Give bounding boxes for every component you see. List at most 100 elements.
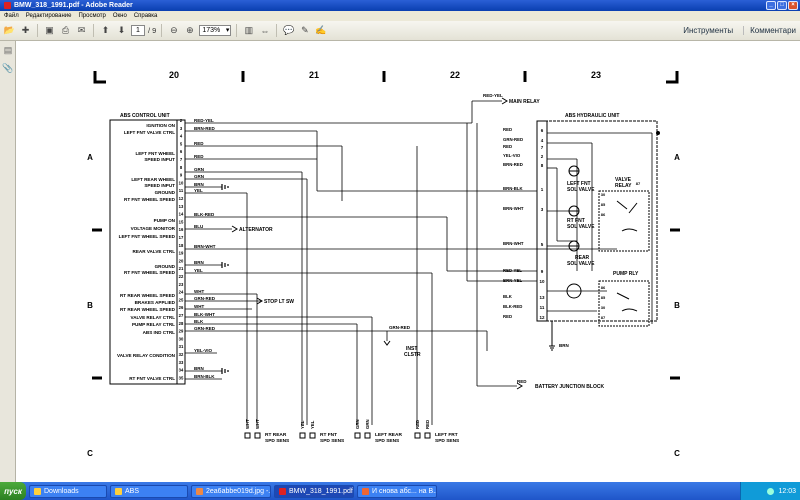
menu-window[interactable]: Окно: [112, 13, 127, 19]
folder-icon: [115, 487, 122, 495]
control-unit-pin-label: RT FNT WHEEL SPEED: [124, 270, 176, 275]
print-icon[interactable]: ⎙: [61, 25, 70, 35]
rt-fnt-sol-label-2: SOL VALVE: [567, 224, 595, 230]
grid-row-label: C: [674, 449, 680, 458]
sensor-terminal: [299, 432, 306, 439]
relay-pin-number: 30: [601, 192, 606, 197]
toolbar-divider: [37, 24, 38, 37]
hydraulic-wire-color: BRN-YEL: [503, 278, 522, 283]
attachments-icon[interactable]: 📎: [2, 63, 14, 73]
hydraulic-wire-color: BRN-RED: [503, 162, 523, 167]
control-unit-pin-number: 31: [179, 344, 184, 349]
control-unit-pin-label: BRAKES APPLIED: [135, 300, 176, 305]
wire-color-label: YEL: [194, 268, 203, 273]
tools-button[interactable]: Инструменты: [683, 26, 734, 35]
grid-row-label: B: [87, 301, 93, 310]
fit-page-icon[interactable]: ▥: [244, 25, 254, 35]
taskbar-item-abs[interactable]: ABS: [110, 484, 188, 498]
network-icon[interactable]: [767, 487, 775, 495]
taskbar: пуск Downloads ABS 2ea6abbe019d.jpg -...…: [0, 482, 800, 500]
wire-color-label: YEL-VIO: [194, 348, 213, 353]
control-unit-pin-label: SPEED INPUT: [144, 157, 175, 162]
close-button[interactable]: ×: [788, 1, 798, 10]
adobe-reader-icon: [4, 2, 11, 9]
wire-color-label: BRN: [194, 366, 204, 371]
hydraulic-wire-color: BRN-BLK: [503, 186, 523, 191]
control-unit-pin-number: 19: [179, 251, 184, 256]
previous-page-icon[interactable]: ⬆: [101, 25, 110, 35]
control-unit-pin-number: 10: [179, 180, 184, 185]
start-button[interactable]: пуск: [0, 482, 26, 500]
menu-file[interactable]: Файл: [4, 13, 19, 19]
inst-cluster-wire-label: GRN-RED: [389, 325, 411, 330]
zoom-out-icon[interactable]: ⊖: [170, 25, 178, 35]
control-unit-pin-label: LEFT FNT VALVE CTRL: [124, 130, 175, 135]
hydraulic-wire-color: BRN-WHT: [503, 206, 524, 211]
rear-sol-label: REAR: [575, 255, 590, 261]
control-unit-pin-number: 8: [180, 165, 183, 170]
taskbar-item-label: ABS: [125, 487, 140, 495]
taskbar-item-image[interactable]: 2ea6abbe019d.jpg -...: [191, 484, 271, 498]
control-unit-pin-label: RT FNT VALVE CTRL: [129, 376, 175, 381]
control-unit-wire-colors: RED-YELBRN-REDREDREDGRNGRNBRNYELBLK-REDB…: [194, 118, 216, 379]
control-unit-pin-number: 33: [179, 360, 184, 365]
relay-pin-number: 86: [601, 212, 606, 217]
hydraulic-pin-number: 6: [541, 128, 544, 133]
grid-column-label: 22: [450, 70, 460, 80]
minimize-button[interactable]: _: [766, 1, 776, 10]
sensor-label: LEFT FRT: [435, 432, 458, 438]
control-unit-pin-label: RT FNT WHEEL SPEED: [124, 197, 176, 202]
create-icon[interactable]: ✚: [21, 25, 30, 35]
hydraulic-pin-number: 10: [539, 279, 545, 284]
taskbar-item-label: И снова абс... на В...: [372, 487, 437, 495]
sensor-label: LEFT REAR: [375, 432, 402, 438]
menu-edit[interactable]: Редактирование: [25, 13, 72, 19]
control-unit-pin-numbers: 2345678910111213141516171819202122232425…: [179, 118, 184, 380]
hydraulic-pin-number: 13: [539, 295, 545, 300]
taskbar-item-pdf[interactable]: BMW_318_1991.pdf...: [274, 484, 354, 498]
maximize-button[interactable]: □: [777, 1, 787, 10]
save-icon[interactable]: ▣: [45, 25, 54, 35]
fit-width-icon[interactable]: ⇔: [260, 25, 270, 36]
control-unit-pin-label: LEFT FNT WHEEL: [135, 151, 175, 156]
control-unit-pin-number: 9: [180, 173, 183, 178]
page-number-input[interactable]: 1: [131, 25, 145, 36]
control-unit-pin-number: 27: [179, 313, 184, 318]
menu-view[interactable]: Просмотр: [78, 13, 106, 19]
zoom-select[interactable]: 173%: [199, 25, 232, 36]
open-icon[interactable]: 📂: [3, 25, 16, 35]
toolbar-divider: [276, 24, 278, 37]
zoom-in-icon[interactable]: ⊕: [186, 25, 194, 35]
wire-color-label: BRN-BLK: [194, 374, 215, 379]
grid-row-label: C: [87, 449, 93, 458]
sensor-terminal: [254, 432, 261, 439]
taskbar-item-browser[interactable]: И снова абс... на В...: [357, 484, 437, 498]
next-page-icon[interactable]: ⬇: [117, 25, 126, 35]
grid-column-label: 21: [309, 70, 319, 80]
control-unit-pin-label: VOLTAGE MONITOR: [131, 226, 176, 231]
highlight-icon[interactable]: ✎: [301, 25, 309, 35]
hydraulic-wire-color: BRN-WHT: [503, 241, 524, 246]
browser-icon: [362, 487, 369, 495]
hydraulic-unit-title: ABS HYDRAULIC UNIT: [565, 113, 619, 119]
grid-row-label: A: [674, 153, 680, 162]
control-unit-pin-number: 16: [179, 227, 184, 232]
page-thumbnails-icon[interactable]: ▤: [3, 45, 13, 55]
hydraulic-wire-color: GRN-RED: [503, 137, 523, 142]
taskbar-item-downloads[interactable]: Downloads: [29, 484, 107, 498]
comment-icon[interactable]: 💬: [283, 25, 295, 35]
comments-button[interactable]: Комментари: [743, 26, 796, 35]
wire-color-label: BLK: [194, 319, 204, 324]
control-unit-pin-label: GROUND: [155, 264, 176, 269]
menu-help[interactable]: Справка: [133, 13, 158, 19]
grid-row-label: B: [674, 301, 680, 310]
alternator-label: ALTERNATOR: [239, 227, 273, 233]
email-icon[interactable]: ✉: [77, 25, 86, 35]
left-fnt-sol-label-2: SOL VALVE: [567, 187, 595, 193]
control-unit-pin-number: 17: [179, 235, 184, 240]
sign-icon[interactable]: ✍: [315, 25, 327, 35]
